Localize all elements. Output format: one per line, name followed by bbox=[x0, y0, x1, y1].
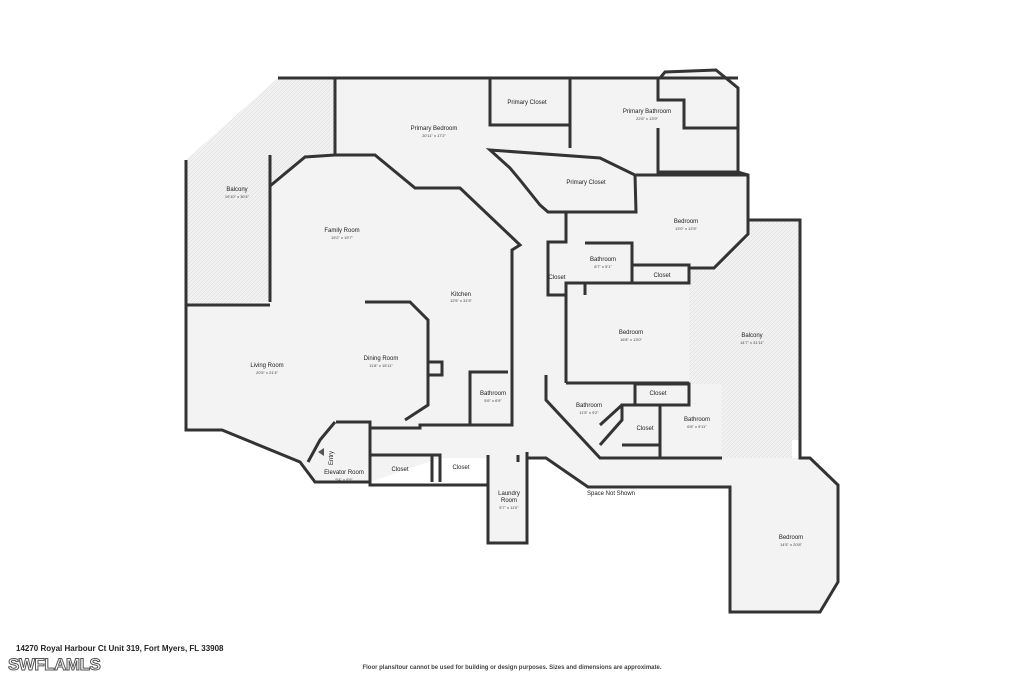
dim-bathroom-upper: 8'7" x 5'1" bbox=[594, 264, 612, 269]
interior-walls bbox=[268, 78, 748, 485]
label-living-room: Living Room bbox=[250, 363, 283, 369]
dim-bedroom-mid: 16'8" x 13'0" bbox=[620, 337, 643, 342]
label-family-room: Family Room bbox=[324, 228, 359, 234]
property-address: 14270 Royal Harbour Ct Unit 319, Fort My… bbox=[16, 644, 224, 653]
label-bathroom-lower-right: Bathroom bbox=[684, 417, 710, 423]
label-bathroom-lower-left: Bathroom bbox=[576, 403, 602, 409]
dim-bedroom-upper: 13'0" x 12'5" bbox=[675, 226, 698, 231]
label-closet-a: Closet bbox=[548, 275, 565, 281]
label-primary-closet-2: Primary Closet bbox=[566, 180, 606, 186]
dim-primary-bedroom: 20'11" x 17'2" bbox=[422, 133, 446, 138]
label-balcony-right: Balcony bbox=[741, 333, 762, 339]
label-closet-f: Closet bbox=[452, 465, 469, 471]
label-entry: Entry bbox=[329, 451, 335, 465]
label-primary-bedroom: Primary Bedroom bbox=[411, 126, 458, 132]
label-bedroom-lower: Bedroom bbox=[779, 535, 803, 541]
dim-family-room: 19'2" x 19'7" bbox=[331, 235, 354, 240]
dim-dining-room: 11'8" x 15'11" bbox=[369, 363, 393, 368]
label-laundry-line1: Laundry bbox=[498, 491, 520, 497]
label-closet-c: Closet bbox=[649, 391, 666, 397]
disclaimer-text: Floor plans/tour cannot be used for buil… bbox=[362, 665, 662, 671]
label-primary-bathroom: Primary Bathroom bbox=[623, 109, 671, 115]
balcony-left-edge bbox=[184, 76, 335, 307]
label-dining-room: Dining Room bbox=[364, 356, 399, 362]
dim-bathroom-center: 5'6" x 6'9" bbox=[484, 398, 502, 403]
dim-elevator-room: 9'4" x 9'9" bbox=[335, 477, 353, 482]
label-elevator-room: Elevator Room bbox=[324, 470, 364, 476]
label-kitchen: Kitchen bbox=[451, 292, 471, 298]
label-closet-d: Closet bbox=[636, 426, 653, 432]
label-closet-e: Closet bbox=[391, 467, 408, 473]
label-laundry-line2: Room bbox=[501, 498, 517, 504]
label-space-not-shown: Space Not Shown bbox=[587, 491, 635, 497]
dim-bathroom-lower-left: 11'5" x 9'2" bbox=[579, 410, 599, 415]
dim-kitchen: 12'5" x 31'5" bbox=[450, 298, 473, 303]
label-bathroom-upper: Bathroom bbox=[590, 257, 616, 263]
label-balcony-left: Balcony bbox=[226, 187, 247, 193]
label-closet-b: Closet bbox=[653, 273, 670, 279]
balcony-right-edge bbox=[748, 218, 802, 440]
mls-watermark: SWFLAMLS bbox=[7, 655, 101, 675]
label-bathroom-center: Bathroom bbox=[480, 391, 506, 397]
dim-laundry-room: 5'7" x 11'0" bbox=[499, 505, 519, 510]
balcony-left-area bbox=[186, 78, 335, 305]
dim-balcony-right: 14'7" x 31'11" bbox=[740, 340, 764, 345]
label-bedroom-upper: Bedroom bbox=[674, 219, 698, 225]
entry-arrow-icon bbox=[318, 448, 324, 456]
balcony-right-area bbox=[689, 220, 800, 458]
label-primary-closet-1: Primary Closet bbox=[507, 100, 547, 106]
dim-primary-bathroom: 22'6" x 13'9" bbox=[636, 116, 659, 121]
dim-bedroom-lower: 14'5" x 20'8" bbox=[780, 542, 803, 547]
dim-living-room: 20'5" x 21'4" bbox=[256, 370, 279, 375]
dim-balcony-left: 19'10" x 30'4" bbox=[225, 194, 250, 199]
label-bedroom-mid: Bedroom bbox=[619, 330, 643, 336]
dim-bathroom-lower-right: 6'8" x 9'11" bbox=[687, 424, 707, 429]
